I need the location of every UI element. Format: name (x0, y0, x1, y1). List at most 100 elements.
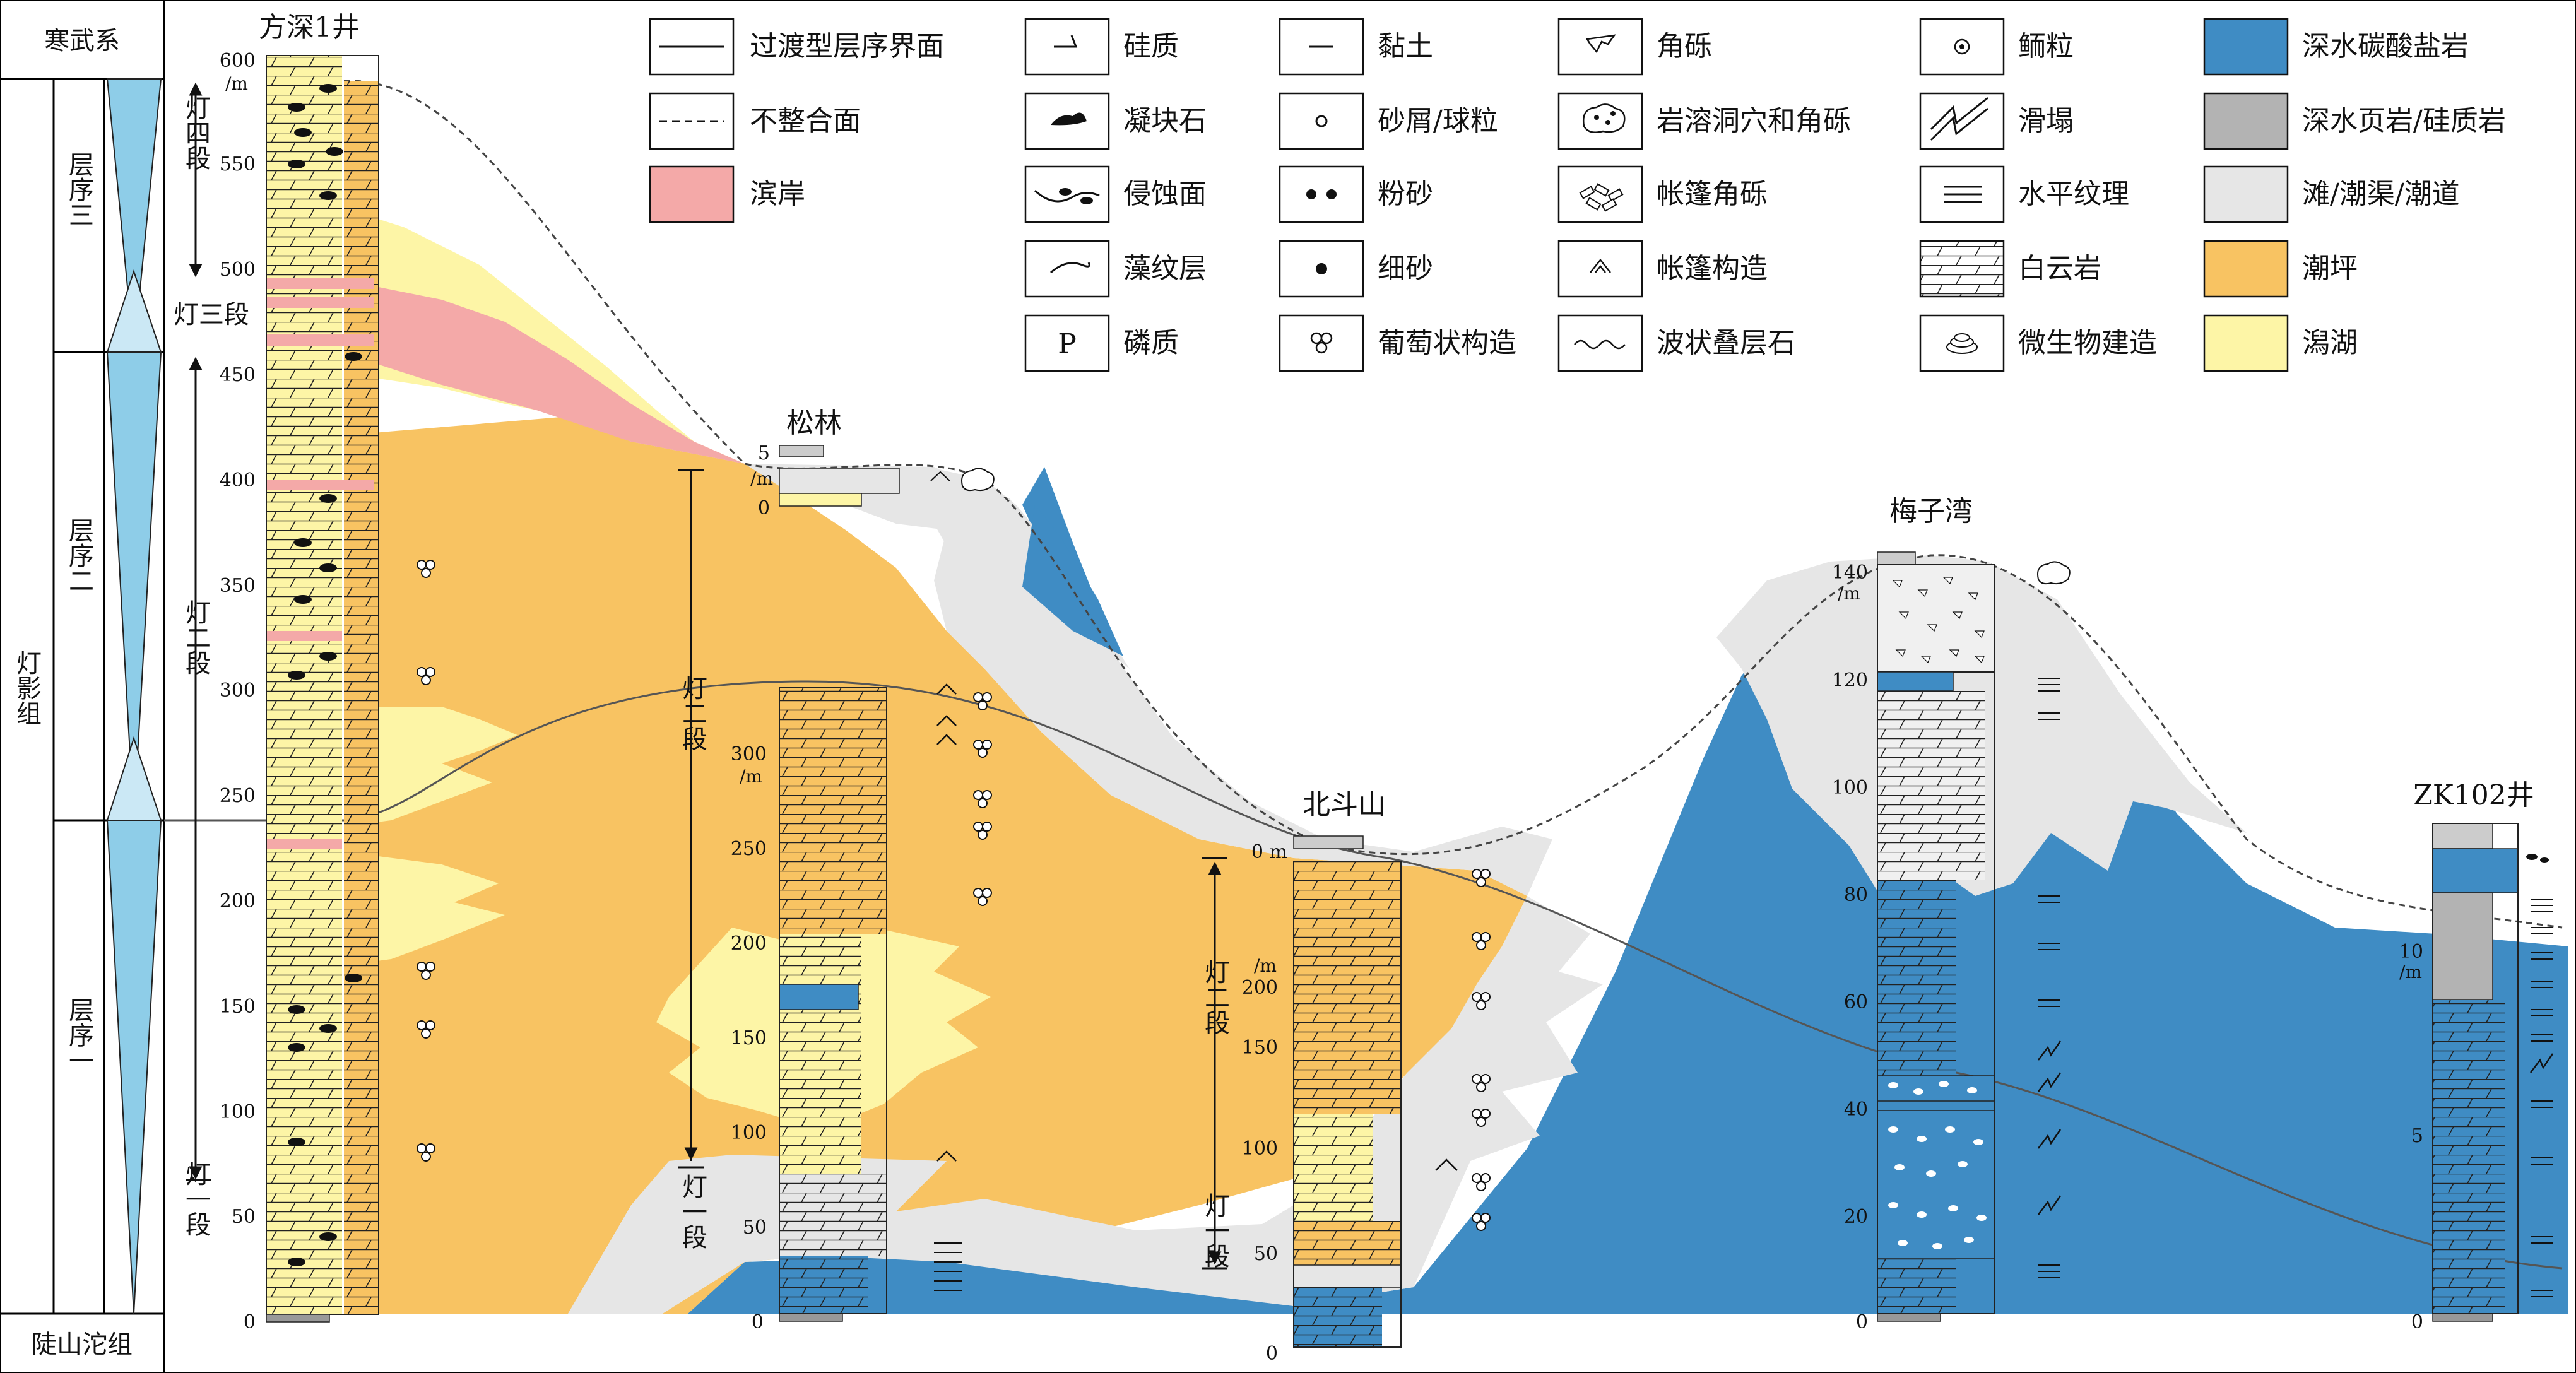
legend-label: 粉砂 (1378, 178, 1433, 210)
svg-text:40: 40 (1844, 1099, 1868, 1121)
legend-label: 波状叠层石 (1657, 327, 1795, 359)
slump-icon (1930, 97, 1988, 141)
deng2-label-beidoushan: 灯二段 (1200, 959, 1229, 1035)
legend-label: 深水页岩/硅质岩 (2302, 105, 2506, 137)
legend-label: 藻纹层 (1123, 252, 1207, 285)
svg-text:400: 400 (220, 469, 256, 492)
legend-label: 砂屑/球粒 (1378, 105, 1498, 137)
siliceous-icon (1054, 35, 1078, 48)
svg-text:550: 550 (220, 153, 256, 175)
svg-text:5: 5 (2411, 1125, 2423, 1147)
legend-label: 岩溶洞穴和角砾 (1657, 105, 1851, 137)
songlin-axis: 300 250 200 150 100 50 0 (731, 743, 767, 1333)
songlin-title: 松林 (786, 407, 842, 439)
svg-text:500: 500 (220, 259, 256, 281)
legend-label: 凝块石 (1123, 105, 1207, 137)
horizontal-lamination-icon (1944, 186, 1982, 203)
svg-text:10: 10 (2399, 941, 2423, 963)
svg-text:250: 250 (731, 838, 767, 860)
dengying-formation-label: 灯影组 (12, 650, 41, 726)
tidal-flat-swatch-icon (2203, 240, 2289, 298)
legend-label: 侵蚀面 (1123, 178, 1207, 210)
karst-cave-icon (1582, 103, 1626, 133)
unconformity-surface (343, 80, 2563, 929)
svg-text:150: 150 (731, 1027, 767, 1049)
svg-text:350: 350 (220, 575, 256, 597)
sequence-2-label: 层序二 (64, 517, 93, 593)
deng1-label-fangshen: 灯一段 (181, 1161, 210, 1237)
beidoushan-axis: 200 150 100 50 0 (1242, 977, 1278, 1365)
deng4-label: 灯四段 (181, 95, 210, 170)
breccia-icon (1585, 34, 1616, 54)
tepee-structure-icon (1590, 258, 1611, 273)
shore-swatch-icon (649, 165, 735, 223)
legend-label: 鲕粒 (2018, 30, 2074, 62)
legend: P (649, 18, 2289, 372)
section-songlin (779, 445, 992, 1322)
songlin-zero-tick: 0 (758, 497, 770, 519)
legend-label: 磷质 (1123, 327, 1179, 359)
shoal-swatch-icon (2203, 165, 2289, 223)
legend-label: 过渡型层序界面 (750, 30, 944, 62)
zk102-unit: /m (2399, 962, 2422, 982)
songlin-top-unit: /m (750, 468, 773, 489)
wavy-stromatolite-icon (1574, 339, 1626, 350)
algal-lamination-icon (1050, 262, 1090, 274)
songlin-member-brackets (678, 469, 704, 1169)
deng2-label-songlin: 灯二段 (678, 675, 707, 751)
deng3-label-fangshen: 灯三段 (174, 300, 249, 329)
zk102-title: ZK102井 (2413, 779, 2534, 811)
svg-text:50: 50 (1254, 1243, 1278, 1265)
svg-text:100: 100 (220, 1101, 256, 1123)
deng1-label-beidoushan: 灯一段 (1200, 1193, 1229, 1268)
lagoon-facies-mid (344, 707, 517, 827)
legend-label: 滑塌 (2018, 105, 2074, 137)
legend-label: 微生物建造 (2018, 327, 2157, 359)
lagoon-facies-low (344, 852, 505, 965)
erosion-surface-icon (1034, 188, 1100, 204)
svg-text:0: 0 (244, 1311, 256, 1333)
legend-label: 不整合面 (750, 105, 861, 137)
svg-text:100: 100 (1242, 1138, 1278, 1160)
lagoon-facies-top (344, 208, 745, 464)
svg-text:20: 20 (1844, 1206, 1868, 1228)
lagoon-swatch-icon (2203, 314, 2289, 372)
svg-text:50: 50 (743, 1217, 767, 1239)
svg-text:300: 300 (731, 743, 767, 765)
svg-text:120: 120 (1832, 669, 1868, 692)
svg-text:600: 600 (220, 50, 256, 72)
legend-label: 滩/潮渠/潮道 (2302, 178, 2460, 210)
microbial-build-icon (1946, 333, 1978, 354)
svg-text:450: 450 (220, 364, 256, 386)
beidoushan-title: 北斗山 (1303, 789, 1386, 821)
svg-text:150: 150 (1242, 1037, 1278, 1059)
section-beidoushan (1293, 835, 1491, 1348)
legend-label: 帐篷角砾 (1657, 178, 1768, 210)
silt-icon (1306, 189, 1337, 199)
legend-label: 硅质 (1123, 30, 1179, 62)
svg-text:200: 200 (1242, 977, 1278, 999)
svg-text:0: 0 (1266, 1343, 1278, 1365)
karst-cave-markers (930, 468, 2071, 585)
cambrian-label: 寒武系 (44, 27, 120, 56)
shore-facies (344, 278, 745, 464)
meiziwan-unit: /m (1838, 583, 1860, 604)
svg-text:50: 50 (232, 1206, 256, 1228)
svg-text:0: 0 (1856, 1311, 1868, 1333)
legend-label: 角砾 (1657, 30, 1712, 62)
svg-text:60: 60 (1844, 991, 1868, 1013)
fangshen-member-brackets (186, 82, 211, 1181)
dolomite-icon (1919, 240, 2005, 298)
svg-text:250: 250 (220, 785, 256, 807)
songlin-top-tick: 5 (758, 442, 770, 464)
beidoushan-unit: /m (1254, 955, 1277, 976)
legend-label: 滨岸 (750, 178, 805, 210)
facies-background (344, 208, 2568, 1314)
beidoushan-zero-top: 0 m (1251, 841, 1287, 863)
fangshen-title: 方深1井 (259, 11, 360, 44)
svg-text:0: 0 (2411, 1311, 2423, 1333)
fangshen-unit: /m (225, 73, 248, 94)
svg-text:300: 300 (220, 680, 256, 702)
fangshen-axis: 600 550 500 450 400 350 300 250 200 150 … (220, 50, 256, 1333)
